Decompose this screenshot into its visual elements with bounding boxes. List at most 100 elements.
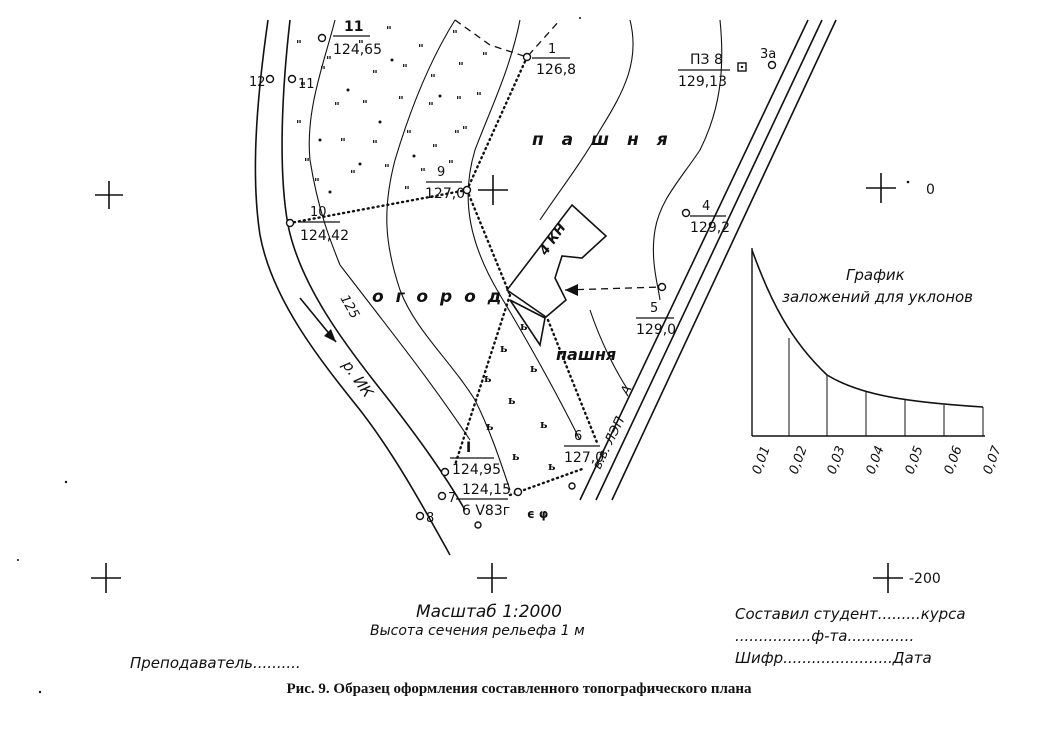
- point-9-elev: 127,0: [425, 186, 465, 202]
- point-I-elev: 124,95: [452, 462, 501, 478]
- svg-text:": ": [372, 138, 378, 151]
- graph-tick-3: 0,03: [825, 444, 849, 476]
- label-3a: 3а: [760, 47, 776, 62]
- svg-text:": ": [406, 128, 412, 141]
- area-label-arable-top: п а ш н я: [532, 130, 674, 150]
- signature-line-1: Составил студент.........курса: [735, 605, 966, 623]
- tree-symbol: ϵ φ: [527, 507, 548, 521]
- teacher-line: Преподаватель..........: [130, 654, 301, 672]
- road-letter: А: [618, 383, 636, 398]
- svg-text:": ": [334, 100, 340, 113]
- river-banks: [254, 19, 466, 556]
- point-I-num: I: [466, 440, 471, 456]
- label-7: 7: [448, 491, 456, 506]
- boundaries: [288, 19, 663, 497]
- point-5-num: 5: [650, 301, 658, 316]
- point-4-num: 4: [702, 199, 710, 214]
- svg-text:ь: ь: [486, 420, 494, 433]
- grid-label-top: 0: [926, 182, 935, 198]
- svg-text:": ": [300, 80, 306, 93]
- river-flow-arrowhead: [324, 329, 336, 342]
- svg-text:": ": [304, 156, 310, 169]
- pz-elev: 129,13: [678, 74, 727, 90]
- figure-caption: Рис. 9. Образец оформления составленного…: [286, 681, 752, 697]
- point-4-elev: 129,2: [690, 220, 730, 236]
- svg-text:": ": [372, 68, 378, 81]
- point-5-elev: 129,0: [636, 322, 676, 338]
- building: [505, 203, 608, 319]
- grid-label-bottom: -200: [909, 571, 941, 587]
- svg-text:": ": [350, 168, 356, 181]
- building-label: 4 КН: [536, 221, 569, 259]
- svg-text:": ": [432, 142, 438, 155]
- signature-line-3: Шифр.......................Дата: [735, 649, 932, 667]
- graph-tick-6: 0,06: [942, 444, 966, 476]
- svg-text:": ": [448, 158, 454, 171]
- svg-text:": ": [296, 38, 302, 51]
- point-6-elev: 127,0: [564, 450, 604, 466]
- point-1-num: 1: [548, 42, 556, 57]
- signature-line-2: ................ф-та..............: [735, 627, 914, 645]
- svg-text:": ": [404, 184, 410, 197]
- point-10-num: 10: [310, 205, 327, 220]
- area-label-arable-low: пашня: [556, 345, 616, 364]
- svg-text:": ": [430, 72, 436, 85]
- svg-text:": ": [402, 62, 408, 75]
- svg-text:": ": [420, 166, 426, 179]
- point-7-desc: 6 V83г: [462, 503, 510, 519]
- point-6-num: 6: [574, 429, 582, 444]
- point-11-elev: 124,65: [333, 42, 382, 58]
- svg-text:": ": [314, 176, 320, 189]
- svg-text:": ": [428, 100, 434, 113]
- point-11-num: 11: [344, 19, 363, 35]
- svg-text:": ": [398, 94, 404, 107]
- svg-text:": ": [482, 50, 488, 63]
- svg-text:": ": [340, 136, 346, 149]
- label-11: 11: [298, 77, 315, 92]
- garden-symbols: ььь ььь ььь: [484, 320, 556, 473]
- svg-text:": ": [462, 124, 468, 137]
- svg-text:ь: ь: [500, 342, 508, 355]
- pz-num: ПЗ 8: [690, 52, 723, 68]
- point-10-elev: 124,42: [300, 228, 349, 244]
- graph-title-2: заложений для уклонов: [782, 288, 973, 306]
- svg-text:": ": [456, 94, 462, 107]
- graph-tick-2: 0,02: [787, 444, 811, 476]
- svg-text:ь: ь: [508, 394, 516, 407]
- area-label-garden: о г о р о д: [372, 287, 504, 307]
- point-9-num: 9: [437, 165, 445, 180]
- label-12: 12: [249, 75, 266, 90]
- svg-text:ь: ь: [512, 450, 520, 463]
- svg-text:ь: ь: [484, 372, 492, 385]
- dot-symbols: [318, 58, 442, 194]
- svg-text:": ": [358, 38, 364, 51]
- svg-text:ь: ь: [548, 460, 556, 473]
- svg-text:": ": [296, 118, 302, 131]
- road: [579, 19, 837, 501]
- svg-text:": ": [458, 60, 464, 73]
- graph-tick-7: 0,07: [981, 443, 1005, 476]
- graph-tick-1: 0,01: [750, 444, 774, 476]
- point-labels: 12 11 11 124,65 1 126,8 9 127,0 10 124,4…: [249, 19, 776, 526]
- contour-label-125: 125: [337, 293, 362, 322]
- point-1-elev: 126,8: [536, 62, 576, 78]
- point-7-elev: 124,15: [462, 482, 511, 498]
- graph-tick-4: 0,04: [864, 444, 888, 476]
- survey-points: [265, 33, 777, 529]
- relief-label: Высота сечения рельефа 1 м: [370, 623, 585, 639]
- slope-graph: График заложений для уклонов 0,01 0,02 0…: [750, 248, 1005, 476]
- contour-lines: [308, 19, 723, 491]
- label-8: 8: [426, 511, 434, 526]
- svg-text:": ": [362, 98, 368, 111]
- svg-text:ь: ь: [540, 418, 548, 431]
- scale-label: Масштаб 1:2000: [416, 602, 562, 622]
- graph-title-1: График: [846, 266, 905, 284]
- vegetation-symbols: """ """ """ """ """ """ """ """ """ """ …: [296, 24, 488, 197]
- speckles: [17, 17, 910, 694]
- arrow-to-building: [565, 284, 578, 296]
- graph-tick-5: 0,05: [903, 444, 927, 476]
- svg-text:ь: ь: [520, 320, 528, 333]
- svg-text:ь: ь: [530, 362, 538, 375]
- svg-text:": ": [418, 42, 424, 55]
